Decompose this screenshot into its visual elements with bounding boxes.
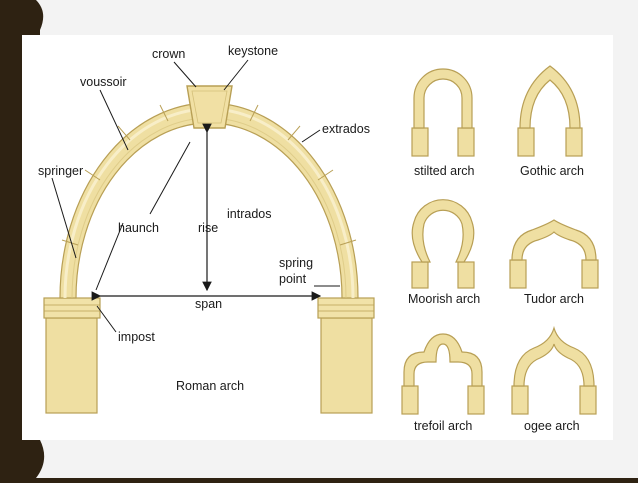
right-impost-block xyxy=(317,297,375,319)
leader-lines xyxy=(51,59,340,333)
label-crown: crown xyxy=(152,47,185,61)
gothic-arch-drawing xyxy=(517,65,583,157)
stilted-arch-drawing xyxy=(411,68,475,157)
label-intrados: intrados xyxy=(227,207,271,221)
right-pier xyxy=(320,317,373,414)
caption-moorish-arch: Moorish arch xyxy=(408,292,480,306)
voussoir-joints xyxy=(61,104,357,246)
label-span: span xyxy=(195,297,222,311)
label-spring-point-1: spring xyxy=(279,256,313,270)
arch-type-captions: stilted arch Gothic arch Moorish arch Tu… xyxy=(408,164,584,433)
arch-ring xyxy=(59,102,359,299)
caption-tudor-arch: Tudor arch xyxy=(524,292,584,306)
label-impost: impost xyxy=(118,330,155,344)
figure-panel xyxy=(22,35,613,440)
left-pier xyxy=(45,317,98,414)
left-impost-block xyxy=(43,297,101,319)
label-keystone: keystone xyxy=(228,44,278,58)
arch-types xyxy=(401,65,599,415)
tudor-arch-drawing xyxy=(509,219,599,289)
label-springer: springer xyxy=(38,164,83,178)
keystone-block xyxy=(186,85,233,129)
caption-stilted-arch: stilted arch xyxy=(414,164,474,178)
caption-ogee-arch: ogee arch xyxy=(524,419,580,433)
roman-arch-labels: crown keystone voussoir extrados springe… xyxy=(38,44,370,393)
trefoil-arch-drawing xyxy=(401,333,485,415)
label-voussoir: voussoir xyxy=(80,75,127,89)
caption-roman-arch: Roman arch xyxy=(176,379,244,393)
label-rise: rise xyxy=(198,221,218,235)
label-spring-point-2: point xyxy=(279,272,307,286)
moorish-arch-drawing xyxy=(411,199,475,289)
ogee-arch-drawing xyxy=(511,325,597,415)
label-extrados: extrados xyxy=(322,122,370,136)
roman-arch-figure xyxy=(43,59,375,414)
caption-gothic-arch: Gothic arch xyxy=(520,164,584,178)
label-haunch: haunch xyxy=(118,221,159,235)
caption-trefoil-arch: trefoil arch xyxy=(414,419,472,433)
